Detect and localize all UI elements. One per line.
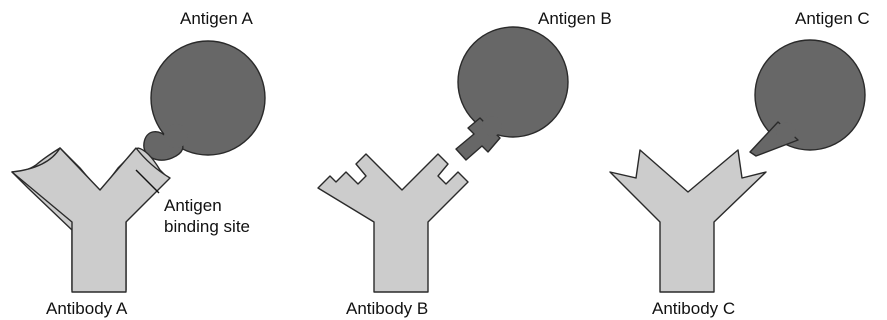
antibody-c-shape xyxy=(610,150,766,292)
antigen-a-label: Antigen A xyxy=(180,9,253,28)
antigen-b-label: Antigen B xyxy=(538,9,612,28)
antibody-b-label: Antibody B xyxy=(346,299,428,318)
antibody-a-label: Antibody A xyxy=(46,299,128,318)
antigen-b-shape xyxy=(456,27,568,160)
antibody-c-label: Antibody C xyxy=(652,299,735,318)
antigen-c-shape xyxy=(750,40,865,156)
binding-site-label-line2: binding site xyxy=(164,217,250,236)
antigen-c-label: Antigen C xyxy=(795,9,870,28)
panel-a: Antigen binding site Antigen A Antibody … xyxy=(12,9,265,318)
panel-c: Antigen C Antibody C xyxy=(610,9,870,318)
antigen-a-shape xyxy=(144,41,265,160)
antibody-b-shape xyxy=(318,154,468,292)
binding-site-label-line1: Antigen xyxy=(164,196,222,215)
panel-b: Antigen B Antibody B xyxy=(318,9,612,318)
